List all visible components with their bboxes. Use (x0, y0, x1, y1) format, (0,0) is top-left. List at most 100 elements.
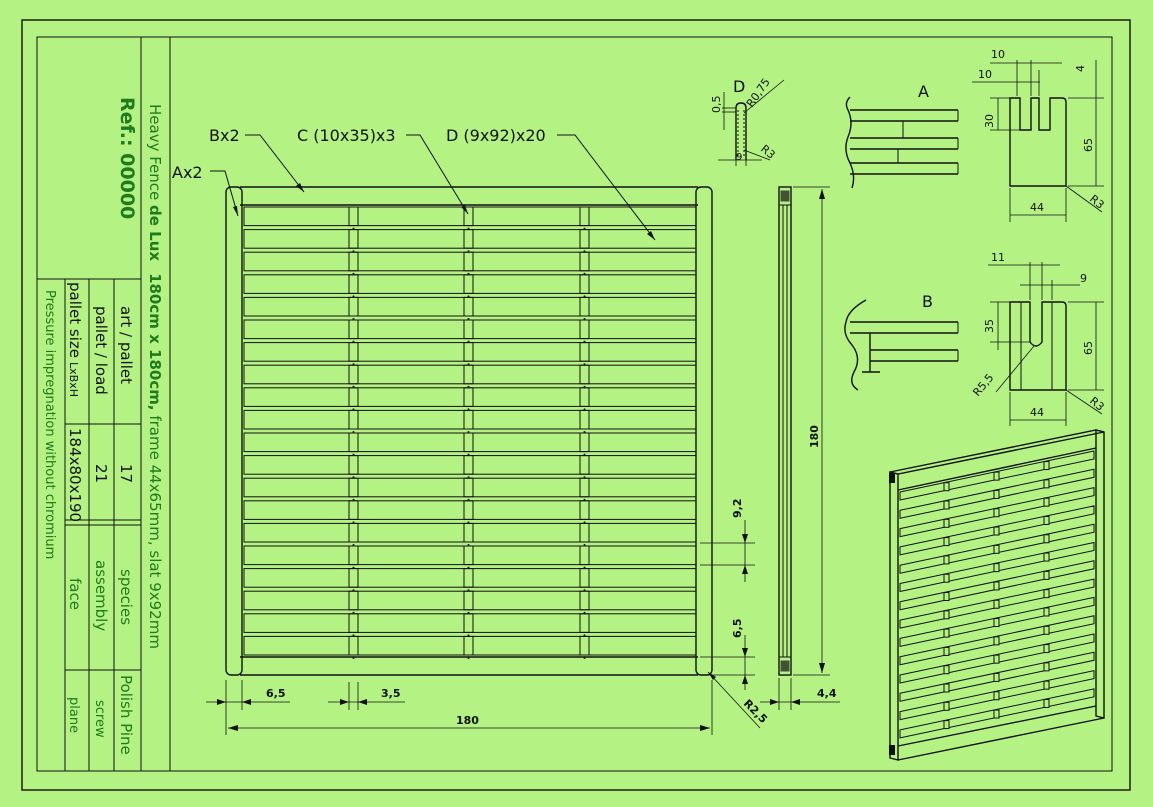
batten-segment (348, 432, 359, 453)
value-pallet-size: 184x80x190 (66, 428, 84, 522)
iso-batten (1043, 497, 1050, 507)
right-post (695, 186, 713, 676)
batten-segment (579, 635, 590, 656)
reference-number: Ref.: 00000 (116, 97, 138, 219)
iso-batten (943, 518, 950, 528)
batten-segment (463, 387, 474, 407)
title-block: Ref.: 00000 Heavy Fence de Lux180cm x 18… (37, 37, 171, 771)
iso-batten (943, 610, 950, 620)
batten-segment (463, 229, 474, 249)
screw-mark (583, 227, 586, 230)
detail-b-dim-slot-b: 9 (1080, 272, 1087, 285)
slat (243, 432, 697, 453)
detail-b-radius: R3 (1087, 394, 1107, 413)
detail-a-radius: R3 (1087, 192, 1107, 211)
screw-mark (352, 657, 355, 659)
batten-segment (463, 590, 474, 611)
field-face: face (66, 578, 84, 610)
screw-mark (467, 250, 470, 253)
iso-slat (899, 468, 1095, 519)
iso-batten (993, 581, 1000, 591)
isometric-view (889, 429, 1105, 761)
slat (243, 409, 697, 430)
dim-left-gap: 6,5 (266, 687, 286, 700)
iso-batten (993, 544, 1000, 554)
batten-segment (463, 568, 474, 588)
iso-slat-group (899, 450, 1095, 739)
detail-d-label: D (733, 77, 745, 96)
callout-d: D (9x92)x20 (446, 126, 546, 145)
slat (243, 500, 697, 520)
batten-segment (463, 251, 474, 272)
detail-b-label: B (922, 292, 933, 311)
batten-segment (579, 590, 590, 611)
front-view-dimensions: 180 6,5 3,5 9,2 6,5 R2,5 (206, 499, 770, 735)
screw-mark (352, 250, 355, 253)
detail-d-dim-top: 0,5 (710, 96, 723, 114)
batten-segment (463, 274, 474, 294)
batten-segment (579, 613, 590, 633)
iso-batten (993, 654, 1000, 664)
detail-a-dim-slot-b: 10 (978, 68, 992, 81)
iso-batten (1043, 680, 1050, 690)
iso-batten (943, 555, 950, 565)
batten-segment (348, 274, 359, 294)
iso-batten (1043, 589, 1050, 599)
iso-batten (943, 683, 950, 693)
batten-segment (463, 432, 474, 453)
iso-batten (943, 500, 950, 510)
slat (243, 251, 697, 272)
detail-b-dim-width: 44 (1030, 406, 1044, 419)
slat (243, 522, 697, 543)
outer-border (21, 19, 1131, 791)
batten-segment (579, 296, 590, 317)
batten-segment (348, 206, 359, 227)
species-value: Polish Pine (117, 675, 135, 755)
screw-mark (467, 657, 470, 659)
slat-group (243, 206, 697, 656)
field-assembly: assembly (92, 560, 110, 631)
iso-batten (943, 665, 950, 675)
batten-segment (348, 500, 359, 520)
slat (243, 590, 697, 611)
batten-segment (579, 477, 590, 498)
batten-segment (348, 635, 359, 656)
iso-slat (899, 633, 1095, 684)
batten-segment (463, 206, 474, 227)
screw-mark (583, 657, 586, 659)
iso-batten (943, 646, 950, 656)
batten-segment (463, 455, 474, 475)
iso-batten (993, 563, 1000, 573)
batten-segment (579, 229, 590, 249)
batten-segment (348, 251, 359, 272)
iso-batten (943, 482, 950, 492)
dim-width-180: 180 (456, 714, 479, 727)
batten-segment (579, 387, 590, 407)
batten-segment (463, 319, 474, 340)
detail-a-dim-height: 65 (1082, 138, 1095, 152)
value-art-pallet: 17 (117, 464, 135, 483)
iso-batten (943, 592, 950, 602)
batten-segment (579, 364, 590, 385)
iso-batten (1043, 479, 1050, 489)
iso-batten-group (943, 461, 1050, 730)
iso-slat (899, 560, 1095, 611)
detail-a-dim-lip: 4 (1074, 65, 1087, 72)
batten-segment (463, 477, 474, 498)
batten-group (348, 206, 590, 659)
batten-segment (463, 613, 474, 633)
dim-slat-gap: 9,2 (731, 499, 744, 519)
front-view (225, 186, 713, 676)
slat (243, 274, 697, 294)
value-pallet-load: 21 (92, 464, 110, 483)
batten-segment (348, 409, 359, 430)
batten-segment (348, 319, 359, 340)
screw-mark (352, 227, 355, 230)
dim-height-180: 180 (808, 425, 821, 448)
batten-segment (348, 545, 359, 566)
batten-segment (348, 568, 359, 588)
slat (243, 545, 697, 566)
detail-d-radius: R3 (758, 142, 778, 161)
detail-b-radius-inner: R5,5 (970, 371, 996, 399)
face-value: plane (66, 697, 81, 733)
